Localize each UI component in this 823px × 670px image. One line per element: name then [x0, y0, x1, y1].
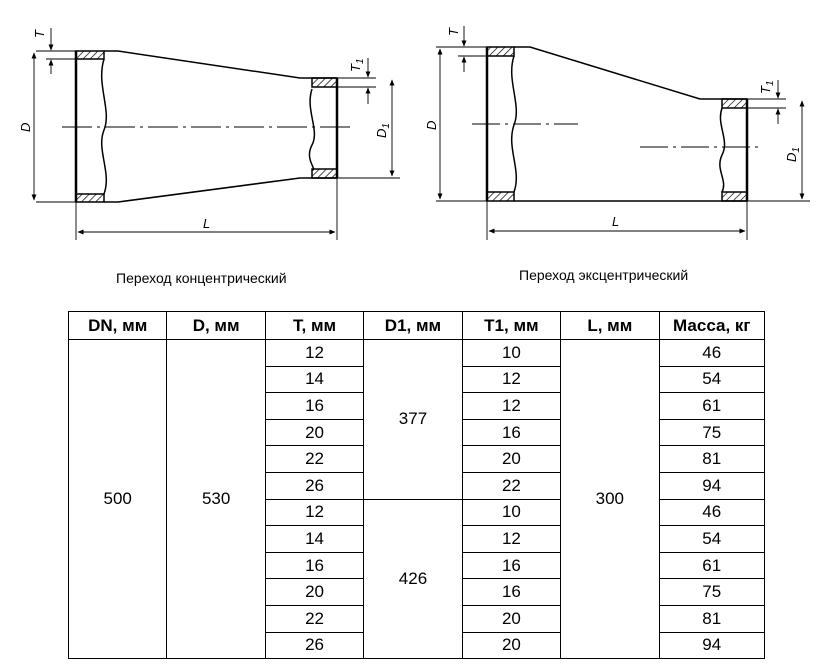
technical-drawing: D T T1 D1 L [18, 26, 810, 240]
cell-t1: 20 [461, 604, 562, 633]
header-t1: T1, мм [461, 311, 562, 340]
cell-t1: 16 [461, 578, 562, 606]
left-wall-top-hatch [75, 50, 105, 60]
table-row: 26 22 94 [69, 471, 766, 500]
table-row: 26 20 94 [69, 631, 766, 660]
caption-concentric: Переход концентрический [116, 270, 287, 286]
header-t: T, мм [264, 311, 365, 340]
cell-t1: 20 [461, 631, 562, 660]
cell-t: 26 [264, 471, 365, 500]
cell-mass: 46 [658, 339, 766, 367]
table-row: 20 16 75 [69, 578, 766, 606]
cell-t1: 16 [461, 551, 562, 580]
table-row: 22 20 81 [69, 445, 766, 473]
cell-t: 26 [264, 631, 365, 660]
header-d: D, мм [166, 311, 266, 340]
ecc-left-bottom-hatch [486, 191, 515, 202]
cell-t: 20 [264, 418, 365, 447]
table-header-row: DN, мм D, мм T, мм D1, мм T1, мм L, мм М… [67, 311, 766, 340]
cell-t1: 22 [461, 471, 562, 500]
ecc-label-T1: T1 [758, 80, 776, 94]
cell-d1-group-2: 426 [363, 498, 463, 660]
eccentric-reducer-drawing [436, 26, 810, 240]
cell-t1: 20 [461, 445, 562, 473]
cell-t1: 10 [461, 498, 562, 527]
cell-mass: 61 [658, 392, 766, 420]
right-wall-bottom-hatch [311, 168, 338, 179]
cell-d1-group-1: 377 [363, 339, 463, 500]
cell-dn: 500 [67, 338, 168, 660]
table-body: 500 530 12 377 10 300 46 14 12 54 16 12 … [67, 338, 766, 660]
header-d1: D1, мм [363, 311, 463, 340]
cell-t: 14 [264, 365, 365, 394]
cell-t1: 12 [461, 392, 562, 420]
conc-label-L: L [203, 216, 210, 231]
ecc-label-D: D [424, 121, 439, 130]
table-row: 16 12 61 [69, 392, 766, 420]
conc-label-D1: D1 [374, 123, 392, 138]
conc-label-T1: T1 [348, 58, 366, 72]
cell-t: 16 [264, 551, 365, 580]
cell-d: 530 [166, 338, 266, 660]
cell-t1: 16 [461, 418, 562, 447]
ecc-label-T: T [446, 27, 461, 36]
conc-label-T: T [32, 29, 47, 38]
cell-mass: 81 [658, 604, 766, 633]
table-row: 20 16 75 [69, 418, 766, 447]
cell-l: 300 [560, 338, 660, 660]
right-wall-top-hatch [311, 77, 338, 88]
table-row: 500 530 12 377 10 300 46 [67, 338, 766, 660]
header-mass: Масса, кг [658, 311, 766, 340]
ecc-label-L: L [612, 214, 619, 229]
cell-t: 12 [264, 498, 365, 527]
caption-eccentric: Переход эксцентрический [519, 267, 689, 283]
cell-mass: 94 [658, 631, 766, 660]
cell-t: 12 [264, 339, 365, 367]
cell-t: 22 [264, 604, 365, 633]
ecc-right-top-hatch [721, 98, 748, 109]
cell-t1: 12 [461, 525, 562, 553]
table-row: 14 12 54 [69, 525, 766, 553]
conc-label-D: D [18, 123, 33, 132]
cell-t: 20 [264, 578, 365, 606]
specification-table: DN, мм D, мм T, мм D1, мм T1, мм L, мм М… [67, 311, 766, 660]
cell-mass: 81 [658, 445, 766, 473]
cell-mass: 54 [658, 525, 766, 553]
ecc-left-top-hatch [486, 46, 515, 57]
cell-t: 16 [264, 392, 365, 420]
cell-mass: 75 [658, 418, 766, 447]
table-row: 22 20 81 [69, 604, 766, 633]
left-wall-bottom-hatch [75, 193, 105, 203]
cell-t1: 10 [461, 339, 562, 367]
cell-mass: 54 [658, 365, 766, 394]
cell-t: 14 [264, 525, 365, 553]
cell-mass: 94 [658, 471, 766, 500]
cell-mass: 75 [658, 578, 766, 606]
header-dn: DN, мм [67, 311, 168, 340]
concentric-reducer-drawing [31, 28, 400, 240]
cell-t1: 12 [461, 365, 562, 394]
cell-mass: 46 [658, 498, 766, 527]
ecc-label-D1: D1 [784, 147, 802, 162]
cell-mass: 61 [658, 551, 766, 580]
ecc-right-bottom-hatch [721, 191, 748, 202]
header-l: L, мм [560, 311, 660, 340]
cell-t: 22 [264, 445, 365, 473]
